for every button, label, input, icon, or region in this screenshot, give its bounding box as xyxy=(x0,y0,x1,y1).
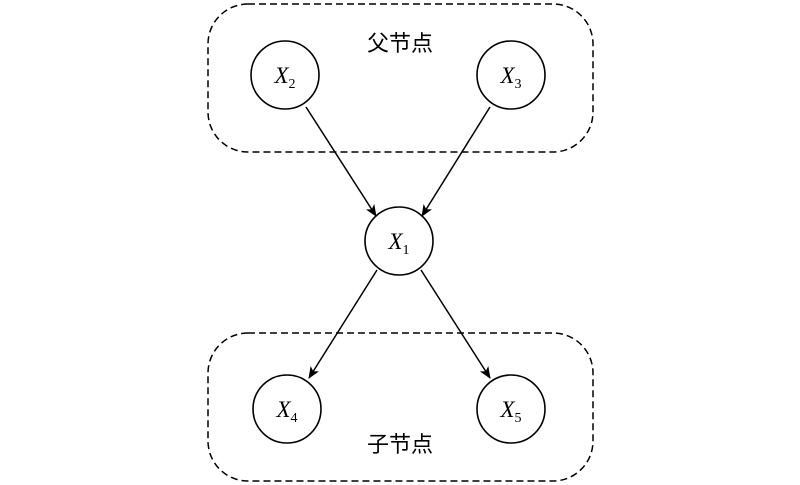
child-nodes-group: 子节点 xyxy=(207,332,594,482)
node-x5-label: X5 xyxy=(499,397,521,426)
node-x4-label: X4 xyxy=(275,397,297,426)
edge-x3-to-x1 xyxy=(421,106,491,217)
child-group-label: 子节点 xyxy=(367,433,433,458)
edges xyxy=(305,106,491,379)
edge-x2-to-x1 xyxy=(305,106,377,217)
parent-nodes-group: 父节点 xyxy=(207,3,594,153)
parent-group-border xyxy=(207,3,594,153)
edge-x1-to-x5 xyxy=(420,269,491,379)
node-x5-circle xyxy=(476,374,546,444)
node-x1-circle xyxy=(364,206,434,276)
node-x2-circle xyxy=(250,40,320,110)
node-x3-circle xyxy=(476,40,546,110)
node-x1: X1 xyxy=(364,206,434,276)
node-x3: X3 xyxy=(476,40,546,110)
node-x2: X2 xyxy=(250,40,320,110)
node-x4-circle xyxy=(252,374,322,444)
node-x4: X4 xyxy=(252,374,322,444)
edge-x1-to-x4 xyxy=(308,269,378,379)
child-group-border xyxy=(207,332,594,482)
node-x5: X5 xyxy=(476,374,546,444)
node-x1-label: X1 xyxy=(387,229,409,258)
node-x3-label: X3 xyxy=(499,63,521,92)
parent-group-label: 父节点 xyxy=(367,32,433,57)
node-x2-label: X2 xyxy=(273,63,295,92)
